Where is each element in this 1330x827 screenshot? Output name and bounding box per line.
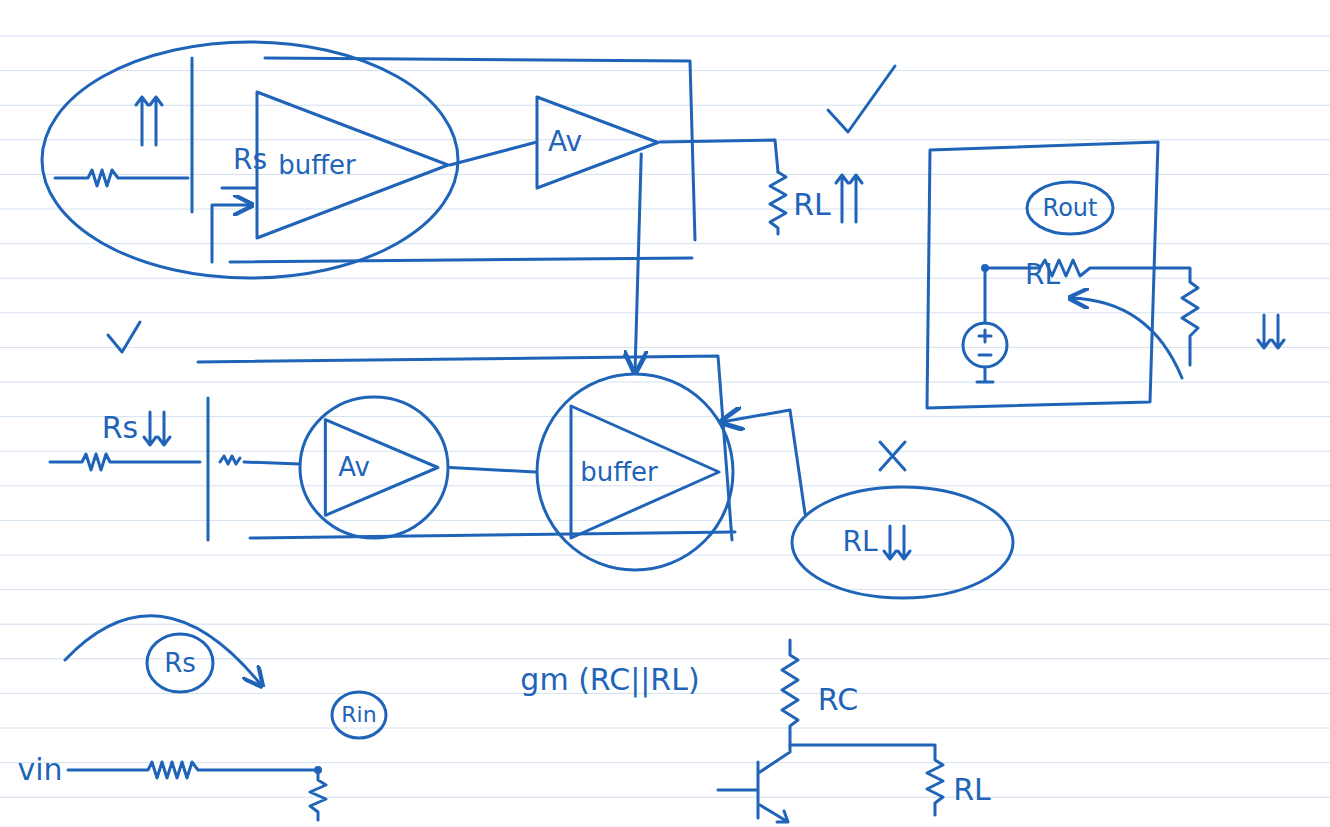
ruled-line: [0, 416, 1330, 417]
ruled-line: [0, 139, 1330, 140]
voltage-source: [963, 323, 1007, 367]
amplifier-symbol: [325, 420, 437, 516]
node-text: buffer: [278, 152, 356, 178]
input-bar: [191, 58, 194, 212]
source-signs: [979, 330, 991, 355]
input-wire: [222, 187, 255, 190]
amplifier-symbol: [537, 97, 658, 188]
outline-circle: [300, 397, 448, 538]
outline-ellipse: [1027, 182, 1113, 234]
down-arrows: [1258, 315, 1284, 348]
ruled-line: [0, 36, 1330, 37]
ruled-line: [0, 278, 1330, 279]
resistor-label: RL: [953, 775, 991, 805]
node-text: RL: [842, 528, 877, 556]
junction-dot: [314, 766, 322, 774]
ruled-line: [0, 209, 1330, 210]
check-mark: [828, 66, 895, 132]
resistor-label: RL: [793, 190, 831, 220]
down-arrows: [884, 526, 910, 559]
circle-mark: Rs: [145, 632, 215, 694]
arc-arrow: [65, 616, 262, 686]
input-bar: [207, 398, 210, 540]
amplifier-symbol: [257, 92, 448, 238]
node-outline: [790, 485, 1015, 600]
leader-arrow: [1070, 298, 1182, 378]
circle-mark: Rin: [330, 690, 388, 740]
resistor-label: RC: [818, 685, 858, 715]
output-wire: [660, 140, 778, 172]
load-resistor: [770, 172, 786, 234]
outline-ellipse: [792, 487, 1013, 598]
node-text: Rs: [164, 650, 196, 676]
ruled-line: [0, 105, 1330, 106]
ruled-line: [0, 728, 1330, 729]
amplifier-circle: Av: [298, 395, 450, 540]
up-arrows: [136, 97, 162, 145]
ruled-lines: [0, 36, 1330, 797]
gain-formula: gm (RC||RL): [520, 665, 699, 695]
up-arrows: [836, 175, 862, 222]
outline-ellipse: [147, 634, 213, 692]
amplifier-triangle: Av: [535, 95, 660, 190]
ruled-line: [0, 347, 1330, 348]
ruled-line: [0, 70, 1330, 71]
input-resistor: [50, 454, 200, 470]
amplifier-symbol: [571, 406, 719, 538]
connector: [635, 154, 641, 372]
feedback-wire: [212, 205, 252, 262]
outline-ellipse: [332, 692, 386, 738]
divider-wire: [68, 762, 326, 820]
node-text: buffer: [580, 459, 658, 485]
ruled-line: [0, 797, 1330, 798]
connector: [450, 468, 535, 473]
outline-ellipse: [42, 42, 458, 278]
scribble: [220, 456, 240, 464]
node-text: Rin: [341, 704, 376, 726]
ruled-line: [0, 762, 1330, 763]
ruled-line: [0, 174, 1330, 175]
collector-resistor: [782, 640, 943, 815]
node-text: Av: [338, 454, 370, 480]
ruled-line: [0, 382, 1330, 383]
transistor-symbol: [718, 745, 790, 822]
node-text: Av: [548, 128, 582, 156]
node-text: RL: [1025, 261, 1060, 289]
ruled-line: [0, 520, 1330, 521]
ruled-line: [0, 485, 1330, 486]
ruled-line: [0, 451, 1330, 452]
node-text: Rout: [1043, 196, 1098, 220]
input-wire: [244, 462, 300, 464]
circle-mark: Rout: [1025, 180, 1115, 236]
connector: [450, 143, 535, 166]
buffer-circle: buffer: [535, 372, 735, 572]
amp-frame: [198, 356, 735, 540]
down-arrows: [144, 412, 170, 445]
ruled-line: [0, 589, 1330, 590]
amp-frame: [230, 58, 695, 262]
stage-ellipse: buffer Rs: [40, 40, 460, 280]
ruled-line: [0, 624, 1330, 625]
outline-circle: [537, 374, 733, 570]
check-mark: [108, 322, 140, 352]
thevenin-box: RoutRL: [925, 140, 1160, 410]
ruled-line: [0, 243, 1330, 244]
buffer-triangle: buffer: [255, 90, 450, 240]
node-outline: [298, 395, 450, 540]
connector: [722, 410, 805, 514]
signal-name: vin: [17, 755, 62, 785]
node-text: Rs: [233, 146, 267, 174]
ruled-line: [0, 555, 1330, 556]
outline-box: [927, 142, 1158, 408]
resistor-label: Rs: [102, 413, 138, 443]
cross-mark: [880, 442, 905, 470]
input-resistor: [55, 170, 188, 186]
ruled-line: [0, 658, 1330, 659]
load-ellipse: RL: [790, 485, 1015, 600]
